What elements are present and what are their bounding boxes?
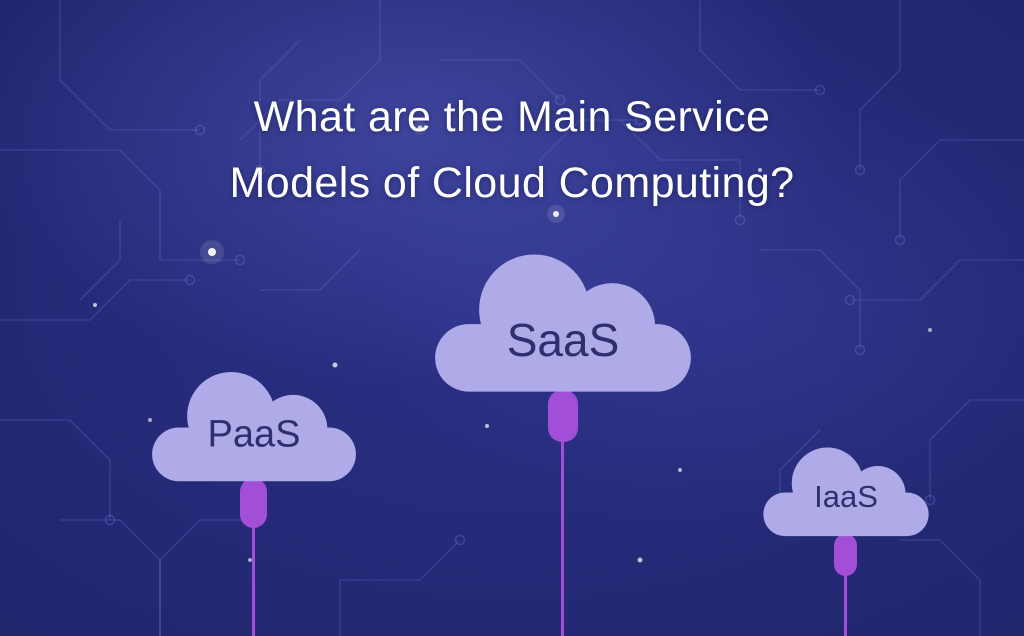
paas-stem-peg bbox=[240, 478, 267, 528]
cloud-icon bbox=[152, 372, 356, 482]
iaas-stem-peg bbox=[834, 534, 857, 576]
cloud-iaas: IaaS bbox=[760, 438, 932, 543]
iaas-stem-line bbox=[844, 572, 847, 636]
cloud-label-paas: PaaS bbox=[207, 413, 301, 456]
cloud-paas: PaaS bbox=[148, 362, 360, 488]
title-line-2: Models of Cloud Computing? bbox=[229, 159, 795, 207]
title-line-1: What are the Main Service bbox=[253, 93, 771, 141]
cloud-label-iaas: IaaS bbox=[814, 478, 878, 514]
saas-stem-line bbox=[561, 438, 564, 636]
cloud-label-saas: SaaS bbox=[506, 313, 620, 366]
cloud-icon bbox=[763, 447, 929, 537]
paas-stem-line bbox=[252, 524, 255, 636]
cloud-saas: SaaS bbox=[430, 243, 696, 399]
cloud-icon bbox=[435, 254, 691, 392]
page-title: What are the Main Service Models of Clou… bbox=[0, 84, 1024, 216]
saas-stem-peg bbox=[548, 390, 578, 442]
